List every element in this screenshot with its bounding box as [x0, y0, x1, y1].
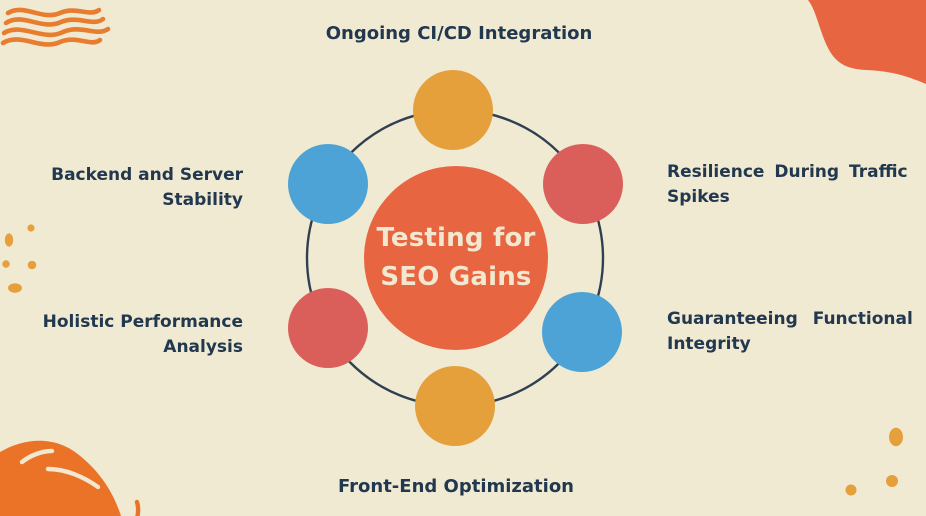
label-backend-and-server-stability: Backend and Server Stability — [51, 165, 243, 210]
label-guaranteeing-functional-integrity: Guaranteeing Functional Integrity — [667, 309, 913, 354]
node-circle-bottom-left — [288, 288, 368, 368]
node-circle-top-left — [288, 144, 368, 224]
node-circle-top-right — [543, 144, 623, 224]
label-holistic-performance-analysis: Holistic Performance Analysis — [42, 312, 243, 357]
node-circle-top — [413, 70, 493, 150]
diagram-title: Testing for SEO Gains — [376, 223, 536, 292]
node-circle-bottom — [415, 366, 495, 446]
corner-blob-top-right-icon — [808, 0, 926, 84]
dots-bottom-right-icon — [845, 427, 903, 496]
label-front-end-optimization: Front-End Optimization — [337, 476, 575, 497]
wavy-lines-icon — [0, 7, 111, 47]
center-circle: Testing for SEO Gains — [364, 166, 548, 350]
label-resilience-during-traffic-spikes: Resilience During Traffic Spikes — [667, 162, 908, 207]
node-circle-bottom-right — [542, 292, 622, 372]
corner-blob-bottom-left-icon — [0, 440, 141, 516]
dots-left-icon — [2, 224, 37, 293]
label-ongoing-cicd-integration: Ongoing CI/CD Integration — [325, 23, 593, 44]
